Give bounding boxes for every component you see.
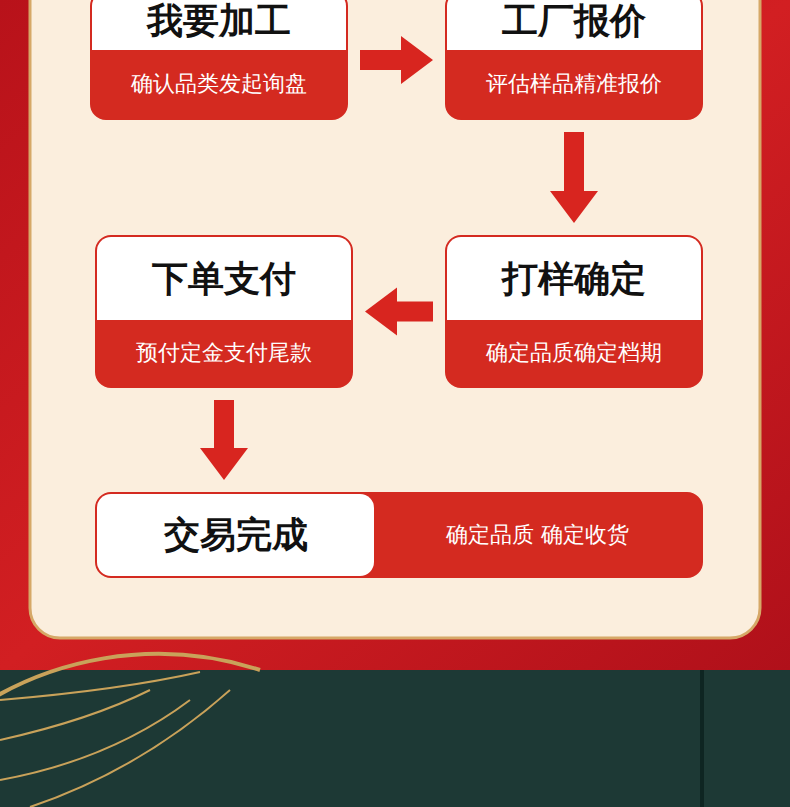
process-box: 交易完成确定品质 确定收货: [95, 492, 703, 578]
process-box: 打样确定确定品质确定档期: [445, 235, 703, 388]
step-title: 交易完成: [97, 494, 374, 576]
step-desc: 确定品质确定档期: [447, 320, 701, 386]
step-title: 打样确定: [447, 237, 701, 320]
step-desc: 确认品类发起询盘: [92, 50, 346, 118]
dark-stripe: [700, 670, 704, 807]
gold-lines: [0, 654, 260, 807]
flow-arrow: [360, 36, 433, 84]
step-title: 我要加工: [92, 0, 346, 50]
flow-arrow: [365, 288, 433, 336]
step-title: 下单支付: [97, 237, 351, 320]
step-title: 工厂报价: [447, 0, 701, 50]
flow-arrow: [550, 132, 598, 223]
step-desc: 确定品质 确定收货: [374, 494, 701, 576]
step-desc: 评估样品精准报价: [447, 50, 701, 118]
step-desc: 预付定金支付尾款: [97, 320, 351, 386]
process-box: 工厂报价评估样品精准报价: [445, 0, 703, 120]
flow-arrow: [200, 400, 248, 480]
dark-ground: [0, 670, 790, 807]
process-box: 我要加工确认品类发起询盘: [90, 0, 348, 120]
cream-panel: [30, 0, 760, 638]
process-box: 下单支付预付定金支付尾款: [95, 235, 353, 388]
